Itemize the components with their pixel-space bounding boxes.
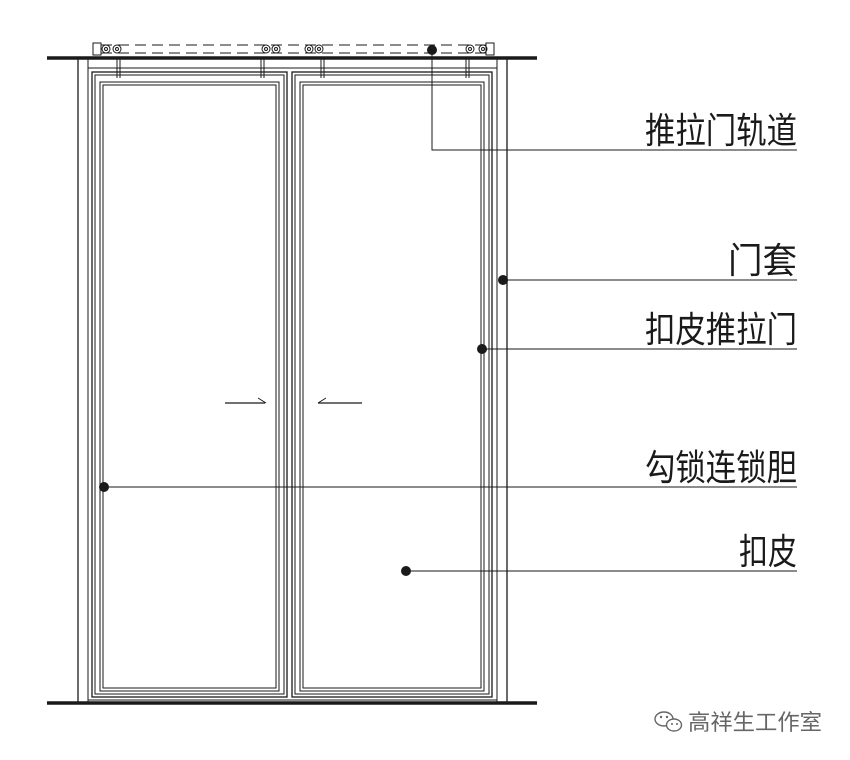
wechat-eye [665, 715, 669, 719]
roller-wheel [465, 44, 475, 54]
roller-hub [307, 47, 311, 51]
watermark: 高祥生工作室 [654, 711, 822, 736]
roller-wheel [478, 44, 488, 54]
wechat-eye [659, 715, 663, 719]
wechat-icon [654, 711, 683, 732]
label-track: 推拉门轨道 [645, 111, 797, 152]
right-panel-outer-inset [294, 74, 490, 695]
roller-wheel [271, 44, 281, 54]
label-door-casing: 门套 [728, 241, 797, 282]
right-door-panel [291, 71, 493, 698]
roller-group-center-left [261, 44, 281, 54]
wechat-eye [676, 723, 678, 725]
left-door-panel [91, 71, 288, 698]
right-handle-tip [317, 397, 327, 404]
door-casing [77, 58, 508, 703]
right-panel-skin [299, 81, 485, 692]
roller-hub [468, 47, 472, 51]
roller-wheel [261, 44, 271, 54]
leader-hook-lock: 勾锁连锁胆 [99, 448, 797, 492]
roller-hub [115, 47, 119, 51]
left-panel-outer [91, 71, 288, 698]
left-panel-outer-inset [94, 74, 285, 695]
roller-hub [264, 47, 268, 51]
roller-wheel [304, 44, 314, 54]
roller-group-right [465, 44, 488, 54]
watermark-text: 高祥生工作室 [688, 711, 822, 736]
right-panel-outer [291, 71, 493, 698]
track-rollers [101, 44, 488, 54]
wechat-eye [671, 723, 673, 725]
left-panel-skin [99, 81, 280, 692]
label-skin: 扣皮 [739, 532, 797, 573]
roller-wheel [314, 44, 324, 54]
track-right-end-cap [485, 42, 495, 56]
label-hook-lock: 勾锁连锁胆 [645, 448, 797, 489]
roller-hub [317, 47, 321, 51]
left-panel-skin-inset [102, 84, 277, 689]
label-skin-sliding-door: 扣皮推拉门 [645, 310, 797, 351]
sliding-door-track [92, 42, 495, 56]
wechat-bubble-small [665, 718, 683, 732]
track-left-end-cap [92, 42, 102, 56]
roller-hub [481, 47, 485, 51]
leader-skin-sliding-door: 扣皮推拉门 [477, 310, 797, 354]
leader-skin: 扣皮 [401, 532, 797, 576]
leader-track: 推拉门轨道 [427, 45, 797, 152]
roller-hub [104, 47, 108, 51]
leader-door-casing: 门套 [498, 241, 797, 285]
hanger-stems [116, 58, 470, 78]
leader-line [431, 50, 797, 151]
roller-group-left [101, 44, 122, 54]
right-door-handle [317, 397, 362, 404]
left-door-handle [225, 397, 267, 404]
left-handle-tip [257, 397, 267, 404]
roller-wheel [112, 44, 122, 54]
right-panel-skin-inset [302, 84, 482, 689]
roller-group-center-right [304, 44, 324, 54]
roller-wheel [101, 44, 111, 54]
roller-hub [274, 47, 278, 51]
